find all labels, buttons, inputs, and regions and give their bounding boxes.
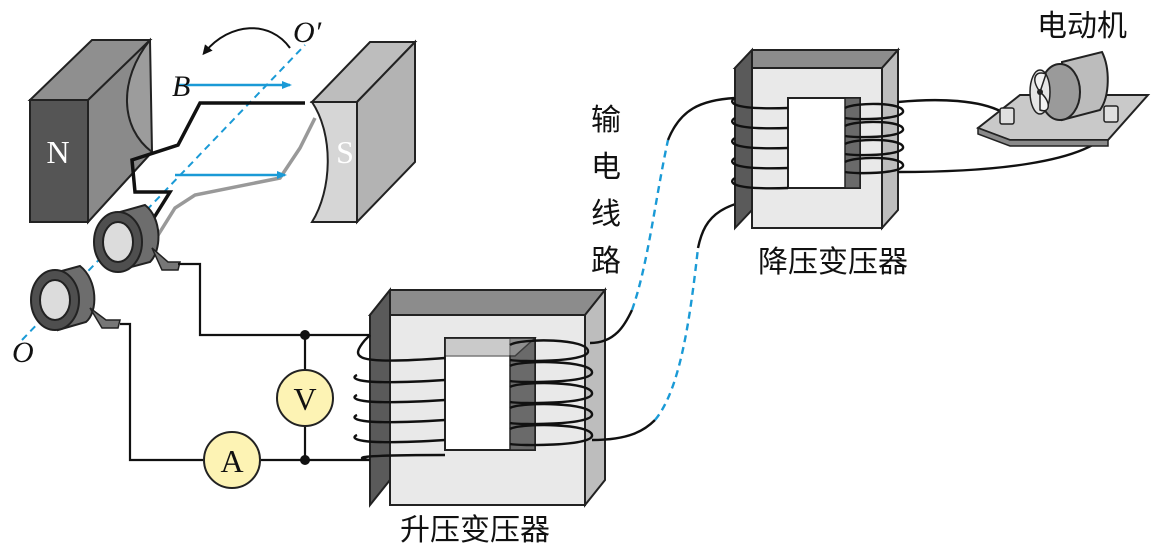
- motor-label: 电动机: [1037, 9, 1127, 44]
- svg-text:路: 路: [591, 244, 621, 279]
- step-up-transformer-label: 升压变压器: [400, 513, 550, 548]
- ammeter: A: [203, 431, 261, 489]
- motor: [975, 50, 1151, 147]
- primary-winding: [353, 334, 446, 462]
- slip-ring-upper: [93, 203, 181, 273]
- step-down-primary-winding: [730, 96, 789, 190]
- fan-icon: [1029, 69, 1051, 115]
- voltmeter: V: [276, 369, 334, 427]
- axis-start-label: O: [12, 336, 34, 369]
- north-magnet: N: [27, 37, 154, 225]
- step-up-transformer: [367, 287, 608, 508]
- coil-back-wire: [148, 117, 317, 249]
- svg-text:电: 电: [591, 150, 621, 185]
- primary-circuit-wires: [120, 262, 370, 462]
- rotation-direction-arrow: [202, 27, 291, 56]
- field-label: B: [172, 70, 190, 103]
- transmission-wire-long-distance: [630, 139, 670, 311]
- voltmeter-label: V: [293, 381, 316, 417]
- junction-dot: [300, 330, 310, 340]
- south-magnet: S: [309, 39, 418, 225]
- transmission-wire: [589, 309, 634, 345]
- slip-ring-lower: [30, 264, 121, 332]
- axis-end-label: O′: [293, 16, 322, 49]
- svg-text:线: 线: [591, 197, 621, 232]
- junction-dot: [300, 455, 310, 465]
- step-down-transformer-label: 降压变压器: [758, 245, 908, 280]
- transmission-line-label: 输 电 线 路: [591, 103, 621, 279]
- north-pole-label: N: [46, 134, 69, 170]
- secondary-winding: [509, 339, 594, 447]
- step-down-secondary-winding: [844, 102, 905, 175]
- ammeter-label: A: [220, 443, 243, 479]
- svg-text:输: 输: [591, 103, 621, 138]
- transmission-wire: [666, 96, 736, 141]
- transmission-wire: [591, 419, 656, 442]
- transmission-wire-long-distance: [654, 247, 700, 421]
- south-pole-label: S: [336, 134, 354, 170]
- coil-front-wire: [130, 101, 305, 241]
- motor-wire: [897, 98, 1003, 114]
